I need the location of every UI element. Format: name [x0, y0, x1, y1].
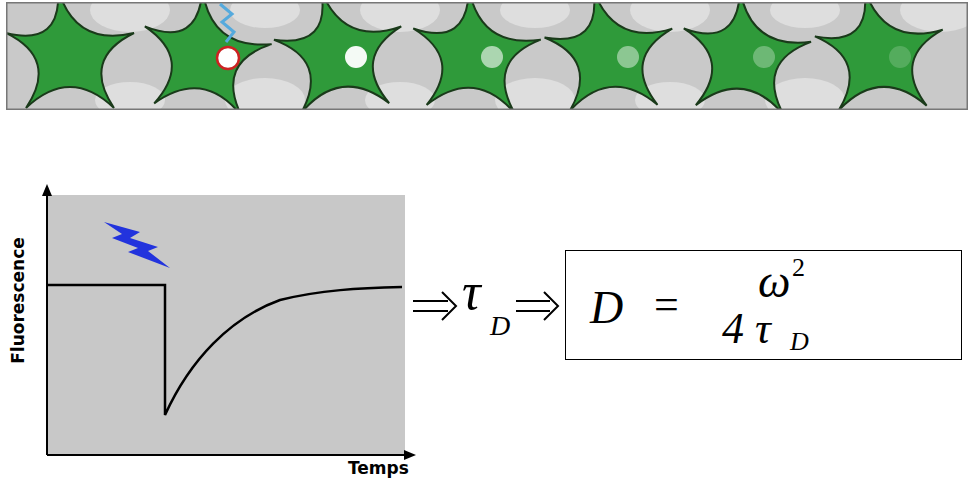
formula-symbol: D	[590, 285, 623, 331]
formula-denominator: 4 τ	[722, 307, 771, 351]
formula-subscript: D	[790, 329, 809, 355]
formula-box: D = ω2 4 τ D	[565, 250, 962, 360]
axis-label: Temps	[348, 460, 409, 477]
symbol: τ	[462, 266, 481, 318]
formula-operator: =	[654, 283, 679, 327]
bleach-bolt	[104, 222, 170, 268]
implies-arrow	[413, 292, 558, 320]
axis-label: Fluorescence	[10, 237, 27, 364]
y-axis	[46, 192, 48, 455]
x-axis	[47, 454, 408, 456]
formula-symbol: ω	[758, 259, 790, 305]
laser-bolt	[220, 4, 234, 42]
plot-area	[47, 195, 405, 455]
cell-strip	[6, 2, 968, 110]
formula-exponent: 2	[792, 255, 805, 281]
recovery-curve	[47, 285, 402, 415]
subscript: D	[490, 312, 510, 340]
